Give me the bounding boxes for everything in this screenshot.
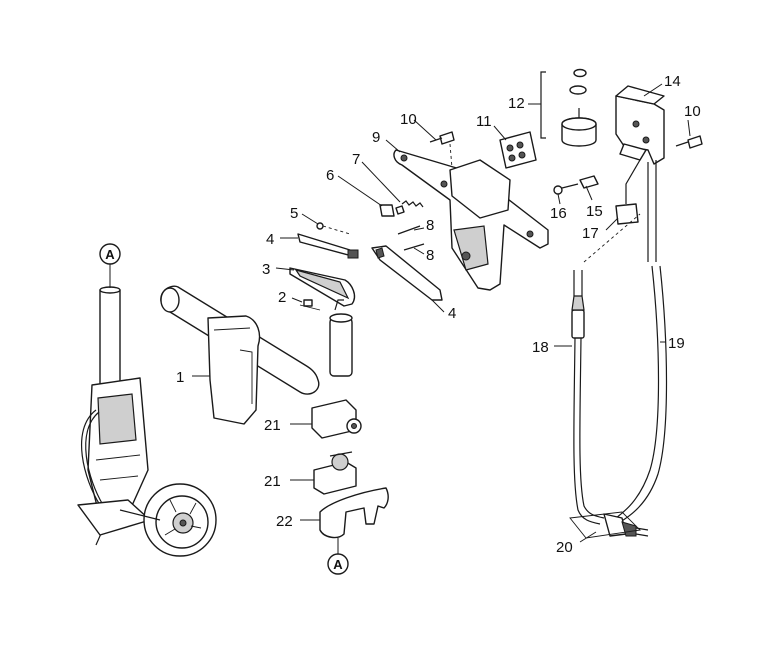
callout-3: 3 [262,261,270,278]
callout-17: 17 [582,225,599,242]
callout-6: 6 [326,167,334,184]
reference-mark-bottom: A [327,538,349,575]
callout-10-left: 10 [400,111,417,128]
callout-18: 18 [532,339,549,356]
callout-11: 11 [476,113,492,130]
callout-21-bottom: 21 [264,473,281,490]
reference-mark-bottom-label: A [333,557,343,572]
callout-7: 7 [352,151,360,168]
motor-and-cable-assembly [540,68,703,539]
callout-19: 19 [668,335,685,352]
reference-mark-top: A [99,243,121,288]
callout-8-top: 8 [426,217,434,234]
callout-5: 5 [290,205,298,222]
callout-4-right: 4 [448,305,456,322]
callout-22: 22 [276,513,293,530]
callout-1: 1 [176,369,184,386]
callout-numbers: 1 2 3 4 4 5 6 7 8 8 9 10 10 11 12 14 15 … [176,73,701,556]
reference-mark-top-label: A [105,247,115,262]
handle-assembly [160,131,549,539]
callout-12: 12 [508,95,525,112]
callout-20: 20 [556,539,573,556]
assembled-machine-view [77,286,217,557]
callout-14: 14 [664,73,681,90]
callout-4-left: 4 [266,231,274,248]
callout-8-bottom: 8 [426,247,434,264]
callout-15: 15 [586,203,603,220]
callout-21-top: 21 [264,417,281,434]
leader-lines [192,83,691,543]
callout-10-right: 10 [684,103,701,120]
callout-9: 9 [372,129,380,146]
callout-16: 16 [550,205,567,222]
callout-2: 2 [278,289,286,306]
